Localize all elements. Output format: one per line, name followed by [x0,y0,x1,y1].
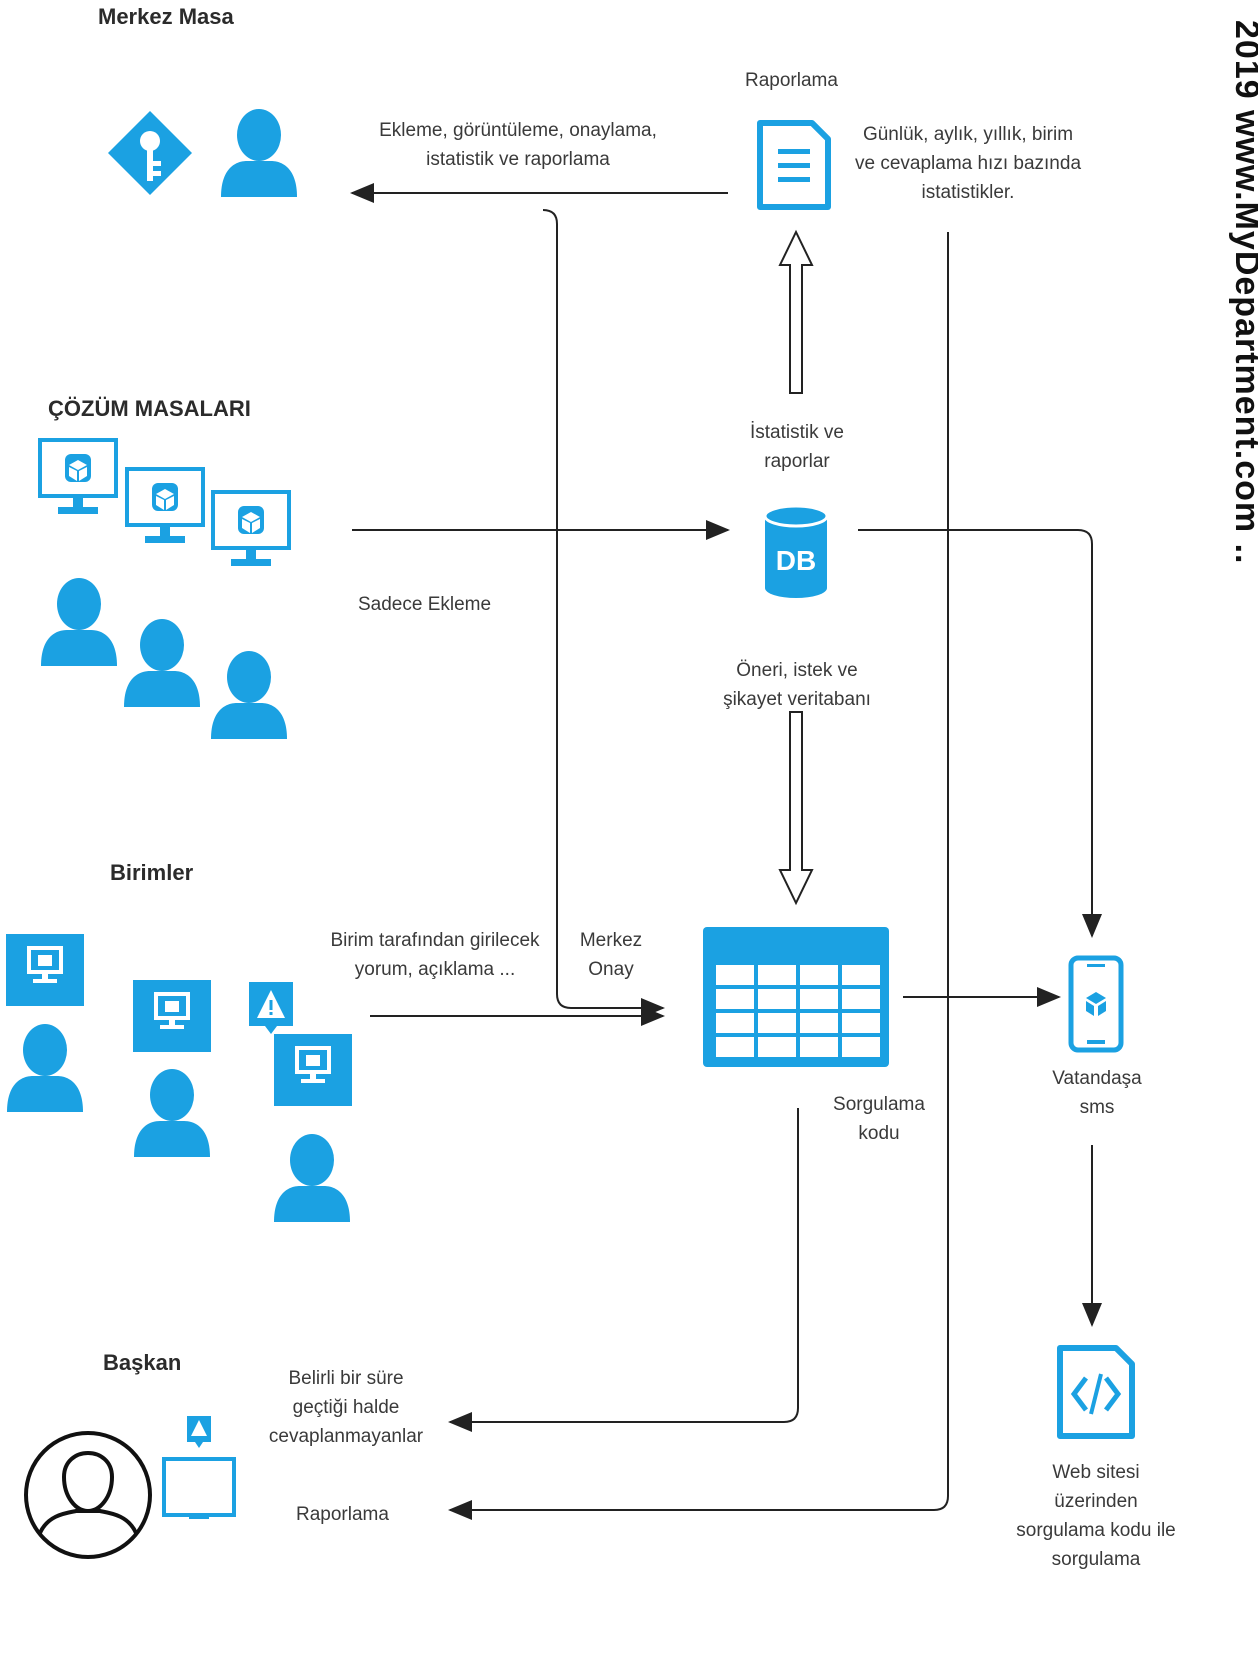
label-istatistik-line2: raporlar [764,451,830,472]
label-belirli: Belirli bir süre geçtiği halde cevaplanm… [262,1364,430,1451]
label-raporlama-bottom: Raporlama [296,1504,389,1525]
side-watermark: 2019 www.MyDepartment.com .. [1228,20,1258,564]
user-icon [41,578,117,666]
label-web-line1: Web sitesi [1052,1462,1140,1483]
label-web-line2: üzerinden [1054,1491,1138,1512]
db-label: DB [776,545,816,576]
vm-monitor-icon [4,932,86,1008]
label-sadece-ekleme: Sadece Ekleme [358,594,492,615]
database-icon: DB [763,504,829,598]
label-birim-line1: Birim tarafından girilecek [330,930,540,951]
label-web-line3: sorgulama kodu ile [1016,1520,1176,1541]
label-vatandasa-sms: Vatandaşa sms [1044,1064,1150,1122]
label-raporlama-top: Raporlama [745,70,838,91]
hollow-arrow-down [778,711,814,906]
user-icon [274,1134,350,1222]
label-birim: Birim tarafından girilecek yorum, açıkla… [322,926,548,984]
mobile-phone-icon [1068,955,1124,1053]
user-icon [7,1024,83,1112]
label-merkez-onay-line2: Onay [588,959,634,980]
user-icon [134,1069,210,1157]
line-merkez-onay-path [542,209,665,1018]
heading-cozum-masalari: ÇÖZÜM MASALARI [48,396,251,421]
label-web-line4: sorgulama [1051,1549,1141,1570]
monitor-box-icon [38,438,118,516]
key-diamond-icon [108,111,192,195]
label-vatandasa-line1: Vatandaşa [1052,1068,1142,1089]
label-birim-line2: yorum, açıklama ... [354,959,516,980]
heading-merkez-masa: Merkez Masa [98,4,234,29]
monitor-box-icon [125,467,205,545]
person-circle-icon [24,1431,152,1559]
label-ekleme-line2: istatistik ve raporlama [426,149,610,170]
code-file-icon [1057,1345,1135,1439]
label-ekleme-line1: Ekleme, görüntüleme, onaylama, [379,120,657,141]
side-watermark-text: 2019 www.MyDepartment.com .. [1228,20,1258,565]
label-oneri-line1: Öneri, istek ve [736,660,858,681]
document-icon [757,120,831,210]
label-gunluk: Günlük, aylık, yıllık, birim ve cevaplam… [846,120,1090,207]
monitor-box-icon [211,490,291,568]
heading-baskan: Başkan [103,1350,182,1375]
user-icon [124,619,200,707]
vm-monitor-icon [272,1032,354,1108]
warning-icon [249,982,293,1034]
label-gunluk-line1: Günlük, aylık, yıllık, birim [862,124,1074,145]
arrow-raporlama-to-baskan [448,232,949,1520]
label-merkez-onay-line1: Merkez [579,930,643,951]
user-icon [221,109,297,197]
label-oneri-line2: şikayet veritabanı [723,689,871,710]
arrow-db-to-phone [858,529,1102,938]
label-belirli-line1: Belirli bir süre [288,1368,404,1389]
heading-birimler: Birimler [110,860,194,885]
label-sorgulama-kodu: Sorgulama kodu [826,1090,932,1148]
label-vatandasa-line2: sms [1079,1097,1115,1118]
user-icon [211,651,287,739]
label-ekleme: Ekleme, görüntüleme, onaylama, istatisti… [376,116,660,174]
label-web-sitesi: Web sitesi üzerinden sorgulama kodu ile … [1006,1458,1186,1574]
label-oneri: Öneri, istek ve şikayet veritabanı [712,656,882,714]
label-belirli-line3: cevaplanmayanlar [268,1426,424,1447]
label-sorgulama-line2: kodu [858,1123,900,1144]
table-icon [703,927,889,1067]
arrow-table-to-baskan [448,1108,799,1432]
label-merkez-onay: Merkez Onay [572,926,650,984]
label-belirli-line2: geçtiği halde [292,1397,400,1418]
label-istatistik-line1: İstatistik ve [750,422,844,443]
label-istatistik: İstatistik ve raporlar [736,418,858,476]
vm-monitor-icon [131,978,213,1054]
label-sorgulama-line1: Sorgulama [833,1094,925,1115]
hollow-arrow-up [778,229,814,394]
label-gunluk-line3: istatistikler. [921,182,1015,203]
alert-monitor-icon [162,1416,236,1519]
label-gunluk-line2: ve cevaplama hızı bazında [854,153,1082,174]
